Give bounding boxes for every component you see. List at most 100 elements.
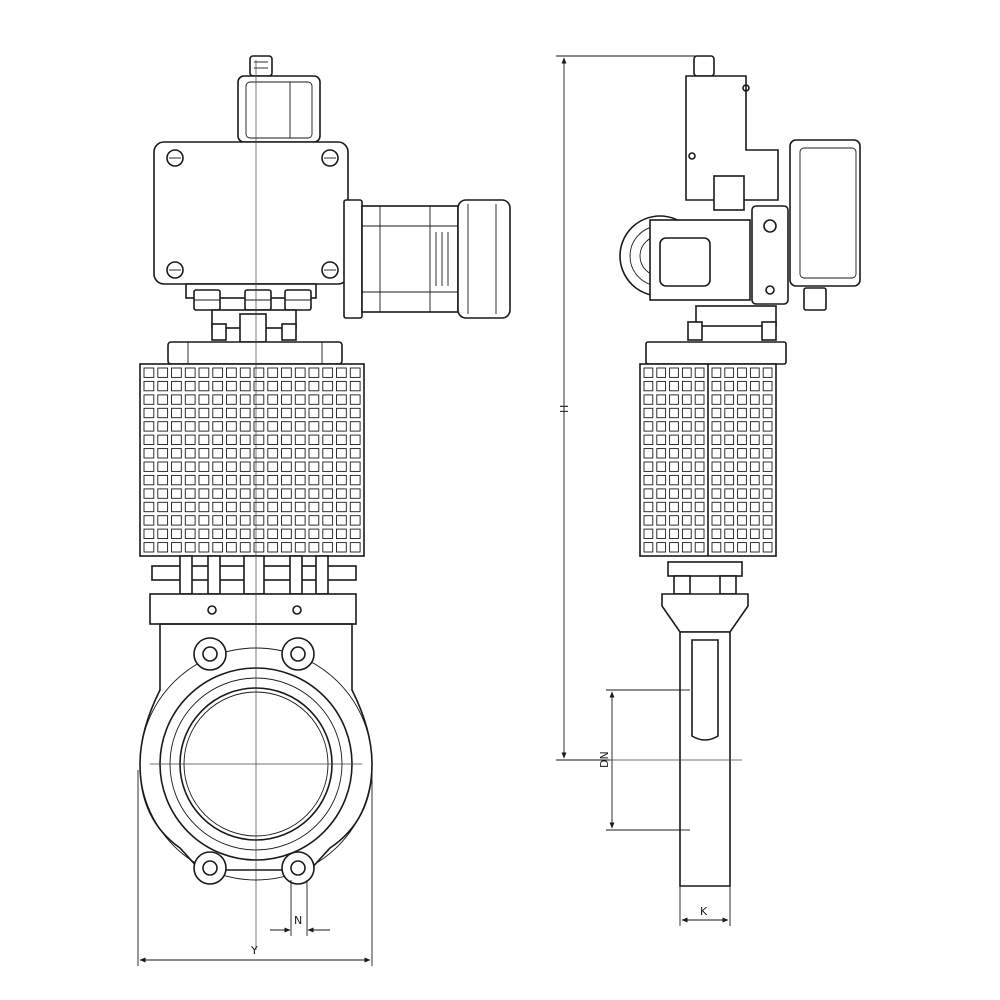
grid-cell [694, 448, 705, 459]
grid-cell [643, 501, 654, 513]
grid-cell [336, 474, 347, 486]
grid-cell [322, 461, 334, 472]
grid-cell [724, 367, 735, 378]
grid-cell [737, 421, 747, 432]
grid-cell [762, 515, 773, 526]
grid-cell [762, 488, 773, 499]
grid-cell [157, 515, 169, 526]
grid-cell [184, 380, 196, 392]
grid-cell [681, 501, 692, 513]
grid-cell [267, 380, 279, 392]
grid-cell [294, 394, 306, 405]
grid-cell [212, 367, 224, 378]
grid-cell [643, 461, 654, 472]
grid-cell [294, 380, 306, 392]
grid-cell [737, 461, 747, 472]
grid-cell [336, 488, 347, 499]
grid-cell [239, 461, 251, 472]
grid-cell [349, 501, 361, 513]
grid-cell [762, 528, 773, 539]
grid-cell [308, 488, 320, 499]
grid-cell [281, 434, 292, 445]
grid-cell [157, 434, 169, 445]
grid-cell [239, 448, 251, 459]
grid-cell [749, 501, 760, 513]
grid-cell [253, 501, 265, 513]
grid-cell [681, 367, 692, 378]
grid-cell [322, 542, 334, 553]
grid-cell [694, 515, 705, 526]
grid-cell [749, 434, 760, 445]
grid-cell [184, 528, 196, 539]
grid-cell [239, 394, 251, 405]
grid-cell [322, 515, 334, 526]
grid-cell [198, 501, 210, 513]
grid-cell [694, 367, 705, 378]
grid-cell [281, 407, 292, 419]
grid-cell [294, 448, 306, 459]
grid-cell [212, 501, 224, 513]
grid-cell [239, 528, 251, 539]
grid-cell [308, 380, 320, 392]
grid-cell [724, 434, 735, 445]
grid-cell [349, 474, 361, 486]
front-view [139, 55, 511, 950]
grid-cell [669, 488, 679, 499]
grid-cell [724, 448, 735, 459]
grid-cell [198, 394, 210, 405]
grid-cell [281, 542, 292, 553]
grid-cell [349, 407, 361, 419]
grid-cell [349, 528, 361, 539]
side-gear-assembly [619, 175, 789, 305]
grid-cell [669, 461, 679, 472]
grid-cell [267, 434, 279, 445]
grid-cell [737, 394, 747, 405]
screw-icon [321, 149, 339, 167]
grid-cell [681, 488, 692, 499]
grid-cell [643, 367, 654, 378]
grid-cell [212, 394, 224, 405]
grid-cell [226, 407, 237, 419]
grid-cell [294, 515, 306, 526]
grid-cell [349, 434, 361, 445]
grid-cell [656, 367, 667, 378]
grid-cell [143, 515, 155, 526]
grid-cell [336, 421, 347, 432]
grid-cell [322, 501, 334, 513]
dimension-y-label: Y [250, 944, 258, 957]
grid-cell [749, 421, 760, 432]
grid-cell [349, 515, 361, 526]
grid-cell [281, 515, 292, 526]
grid-cell [669, 515, 679, 526]
grid-cell [226, 515, 237, 526]
grid-cell [762, 394, 773, 405]
grid-cell [749, 407, 760, 419]
grid-cell [762, 542, 773, 553]
grid-cell [239, 488, 251, 499]
grid-cell [336, 501, 347, 513]
grid-cell [669, 394, 679, 405]
grid-cell [322, 448, 334, 459]
grid-cell [198, 367, 210, 378]
grid-cell [267, 515, 279, 526]
grid-cell [157, 542, 169, 553]
grid-cell [171, 515, 182, 526]
grid-cell [724, 421, 735, 432]
grid-cell [294, 461, 306, 472]
grid-cell [694, 488, 705, 499]
grid-cell [239, 474, 251, 486]
front-bolt-lugs [193, 637, 315, 885]
grid-cell [669, 407, 679, 419]
grid-cell [656, 421, 667, 432]
front-gearbox [153, 141, 349, 285]
grid-cell [711, 528, 722, 539]
grid-cell [308, 474, 320, 486]
grid-cell [349, 421, 361, 432]
grid-cell [253, 380, 265, 392]
grid-cell [226, 461, 237, 472]
grid-cell [681, 515, 692, 526]
front-grid-cells [143, 367, 361, 553]
grid-cell [308, 515, 320, 526]
grid-cell [336, 434, 347, 445]
grid-cell [171, 421, 182, 432]
